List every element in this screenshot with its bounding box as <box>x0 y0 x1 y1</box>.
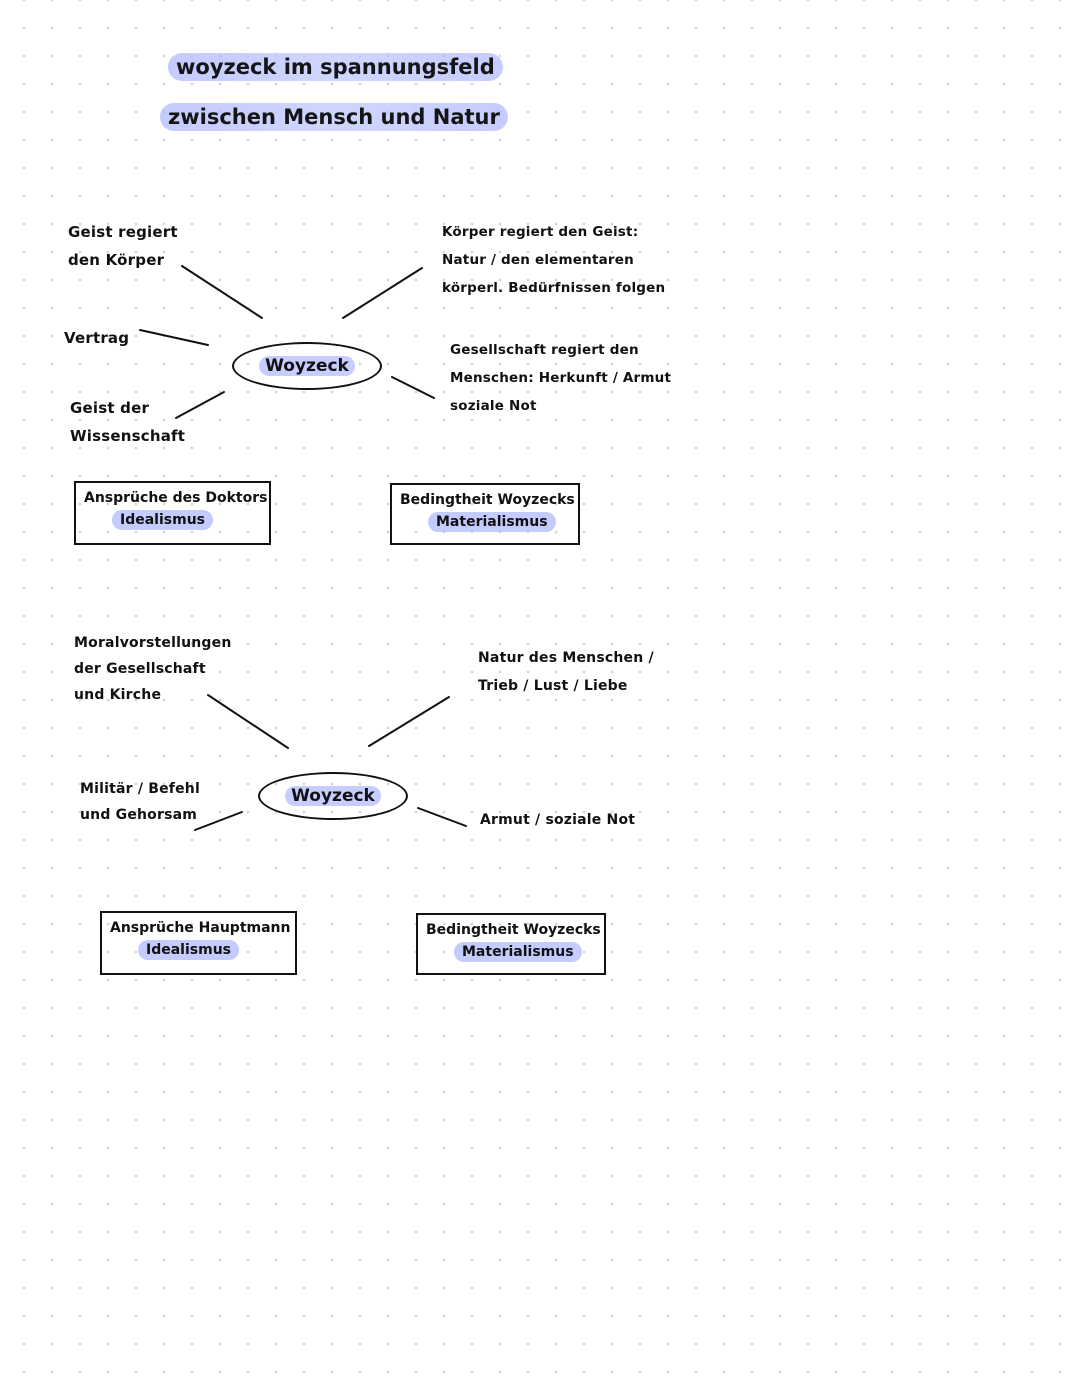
map2-top-right-line: Trieb / Lust / Liebe <box>478 678 628 694</box>
map1-box-left-text: Ansprüche des Doktors <box>84 490 268 506</box>
map2-top-left-line: Moralvorstellungen <box>74 635 232 651</box>
line-m2-bottom-left <box>194 811 243 831</box>
map2-box-left-text: Ansprüche Hauptmann <box>110 920 291 936</box>
title-line-2-text: zwischen Mensch und Natur <box>160 103 508 131</box>
map1-top-right-line: körperl. Bedürfnissen folgen <box>442 280 666 296</box>
map1-bottom-left-line: Wissenschaft <box>70 427 186 445</box>
map1-box-left-highlight: Idealismus <box>112 510 213 530</box>
line-m1-right <box>391 376 435 399</box>
map2-box-right: Bedingtheit Woyzecks Materialismus <box>416 913 606 975</box>
map1-bottom-left: Geist der Wissenschaft <box>70 394 185 450</box>
map2-bottom-right: Armut / soziale Not <box>480 806 635 834</box>
map2-center-label: Woyzeck <box>285 786 381 806</box>
line-m2-right <box>417 807 467 827</box>
map1-bottom-right-line: Menschen: Herkunft / Armut <box>450 370 672 386</box>
map2-top-left-line: und Kirche <box>74 687 162 703</box>
line-m1-top-left <box>181 265 263 319</box>
map2-top-left-line: der Gesellschaft <box>74 661 206 677</box>
map1-box-right-text: Bedingtheit Woyzecks <box>400 492 575 508</box>
map1-box-right-highlight: Materialismus <box>428 512 556 532</box>
map1-top-right: Körper regiert den Geist: Natur / den el… <box>442 218 665 302</box>
line-m2-top-right <box>368 696 450 747</box>
map2-bottom-left-line: und Gehorsam <box>80 807 198 823</box>
map2-bottom-left: Militär / Befehl und Gehorsam <box>80 776 200 828</box>
title-line-2: zwischen Mensch und Natur <box>160 102 508 132</box>
map2-bottom-left-line: Militär / Befehl <box>80 781 200 797</box>
map1-box-right: Bedingtheit Woyzecks Materialismus <box>390 483 580 545</box>
map2-box-right-highlight: Materialismus <box>454 942 582 962</box>
map1-center-node: Woyzeck <box>232 342 382 390</box>
map1-top-left-line: den Körper <box>68 251 165 269</box>
map1-top-right-line: Körper regiert den Geist: <box>442 224 639 240</box>
map2-box-left: Ansprüche Hauptmann Idealismus <box>100 911 297 975</box>
map1-center-label: Woyzeck <box>259 356 355 376</box>
map1-top-right-line: Natur / den elementaren <box>442 252 634 268</box>
map2-top-left: Moralvorstellungen der Gesellschaft und … <box>74 630 231 708</box>
map2-box-left-highlight: Idealismus <box>138 940 239 960</box>
map1-bottom-left-line: Geist der <box>70 399 150 417</box>
line-m1-top-right <box>342 267 423 319</box>
map1-bottom-right: Gesellschaft regiert den Menschen: Herku… <box>450 336 671 420</box>
map2-top-right-line: Natur des Menschen / <box>478 650 654 666</box>
line-m1-left <box>139 329 209 346</box>
map1-left: Vertrag <box>64 324 129 352</box>
line-m2-top-left <box>207 694 289 749</box>
map1-bottom-right-line: Gesellschaft regiert den <box>450 342 639 358</box>
map2-bottom-right-line: Armut / soziale Not <box>480 812 636 828</box>
map2-top-right: Natur des Menschen / Trieb / Lust / Lieb… <box>478 644 654 700</box>
map2-box-right-text: Bedingtheit Woyzecks <box>426 922 601 938</box>
map1-top-left-line: Geist regiert <box>68 223 178 241</box>
map1-bottom-right-line: soziale Not <box>450 398 537 414</box>
map1-left-line: Vertrag <box>64 329 130 347</box>
title-line-1: woyzeck im spannungsfeld <box>168 52 503 82</box>
map2-center-node: Woyzeck <box>258 772 408 820</box>
map1-top-left: Geist regiert den Körper <box>68 218 178 274</box>
line-m1-bottom-left <box>175 391 225 419</box>
map1-box-left: Ansprüche des Doktors Idealismus <box>74 481 271 545</box>
title-line-1-text: woyzeck im spannungsfeld <box>168 53 503 81</box>
